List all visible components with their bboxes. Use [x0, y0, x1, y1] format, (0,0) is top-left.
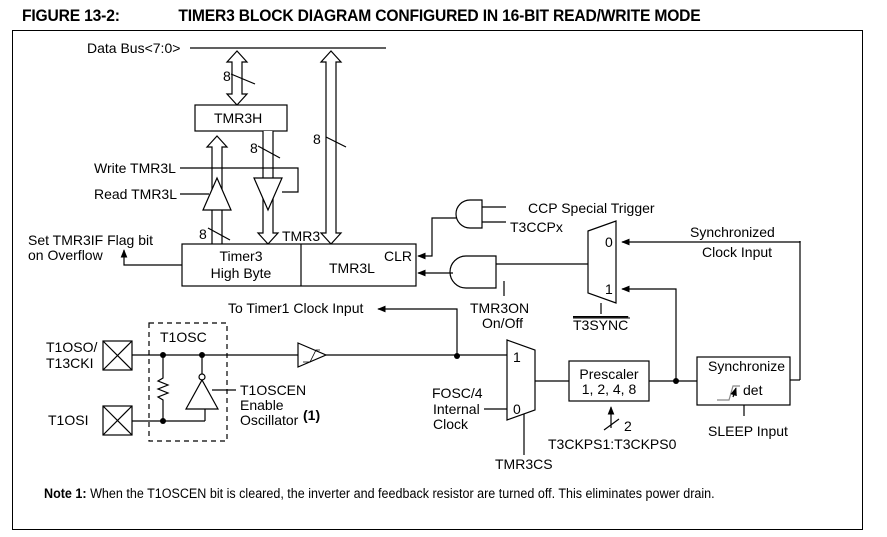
- tmr3on-label: On/Off: [482, 315, 523, 331]
- prescaler-label: Prescaler: [579, 366, 638, 382]
- mux-input-label: 1: [513, 349, 521, 365]
- diagram-frame: [12, 30, 863, 530]
- t1oso-label: T1OSO/: [46, 339, 97, 355]
- prescaler-ratios: 1, 2, 4, 8: [582, 381, 637, 397]
- timer3-high-label: High Byte: [211, 265, 272, 281]
- async-clock-line: [621, 285, 677, 380]
- t1oso-pin: [102, 340, 133, 371]
- bus-width-slash: [325, 136, 347, 148]
- read-tmr3l-label: Read TMR3L: [94, 186, 177, 202]
- tmr3cs-label: TMR3CS: [495, 456, 553, 472]
- clr-label: CLR: [384, 248, 412, 264]
- det-label: det: [743, 382, 763, 398]
- tmr3h-label: TMR3H: [214, 110, 262, 126]
- bus-arrow-databus-tmr3l: [319, 50, 343, 245]
- fosc-label: FOSC/4: [432, 385, 483, 401]
- bus-width-slash: [603, 418, 620, 431]
- set-flag-label: on Overflow: [28, 247, 104, 263]
- junction-dot: [160, 418, 166, 424]
- t1osc-enclosure: [148, 322, 228, 442]
- synchronize-block: [696, 356, 791, 406]
- tmr3h-register: [194, 104, 288, 132]
- clock-source-mux: [506, 339, 536, 421]
- tmr3l-label: TMR3L: [329, 260, 375, 276]
- bus-width-slash: [257, 145, 281, 159]
- write-buffer: [253, 177, 283, 212]
- sync-clock-label: Clock Input: [702, 244, 772, 260]
- fosc-label: Internal: [433, 401, 480, 417]
- schmitt-icon: [303, 349, 320, 363]
- figure-title: TIMER3 BLOCK DIAGRAM CONFIGURED IN 16-BI…: [178, 6, 701, 25]
- bus-width-label: 8: [313, 131, 321, 147]
- bus-width-label: 2: [624, 418, 632, 434]
- junction-dot: [673, 378, 679, 384]
- read-buffer: [202, 176, 232, 211]
- and-gate-tmr3on: [449, 255, 497, 289]
- oscillator-inverter: [184, 378, 220, 410]
- t1oscen-label: Enable: [240, 397, 284, 413]
- mux-input-label: 1: [605, 281, 613, 297]
- junction-dot: [199, 352, 205, 358]
- write-tmr3l-label: Write TMR3L: [94, 160, 176, 176]
- clr-line: [417, 217, 456, 260]
- set-flag-label: Set TMR3IF Flag bit: [28, 232, 153, 248]
- bus-width-slash: [230, 73, 256, 85]
- tmr3on-label: TMR3ON: [470, 300, 529, 316]
- prescaler-block: [568, 360, 650, 402]
- feedback-resistor: [156, 355, 170, 421]
- figure-heading: FIGURE 13-2: TIMER3 BLOCK DIAGRAM CONFIGU…: [22, 6, 701, 26]
- t1oscen-label: T1OSCEN: [240, 382, 306, 398]
- footnote-marker: (1): [303, 407, 320, 423]
- t3sync-label: T3SYNC: [573, 317, 628, 333]
- schmitt-trigger-buffer: [297, 342, 328, 368]
- sync-mux: [587, 220, 617, 304]
- footnote-label: Note 1:: [44, 486, 87, 501]
- edge-arrow-icon: [730, 387, 737, 398]
- data-bus-label: Data Bus<7:0>: [87, 40, 180, 56]
- footnote-text: When the T1OSCEN bit is cleared, the inv…: [90, 486, 715, 501]
- ccp-trigger-label: CCP Special Trigger: [528, 200, 655, 216]
- sync-clock-line: [621, 238, 801, 246]
- junction-dot: [160, 352, 166, 358]
- timer3-high-label: Timer3: [219, 248, 262, 264]
- overflow-flag-line: [120, 249, 182, 266]
- sleep-input-label: SLEEP Input: [708, 423, 788, 439]
- to-timer1-label: To Timer1 Clock Input: [228, 300, 363, 316]
- t1osi-label: T1OSI: [48, 412, 88, 428]
- t1oscen-label: Oscillator: [240, 412, 299, 428]
- t3ccpx-label: T3CCPx: [510, 219, 563, 235]
- t1osi-pin: [102, 405, 133, 436]
- junction-dot: [454, 353, 460, 359]
- bus-width-label: 8: [250, 140, 258, 156]
- tmr3-label: TMR3: [282, 228, 320, 244]
- t3ckps-label: T3CKPS1:T3CKPS0: [548, 436, 677, 452]
- mux-input-label: 0: [605, 234, 613, 250]
- mux-input-label: 0: [513, 401, 521, 417]
- bus-width-slash: [207, 227, 231, 241]
- bus-width-label: 8: [199, 226, 207, 242]
- write-tmr3l-line: [180, 167, 299, 193]
- figure-number: FIGURE 13-2:: [22, 6, 120, 25]
- fosc-label: Clock: [433, 416, 469, 432]
- t1oso-label: T13CKI: [46, 355, 93, 371]
- timer3-register: [181, 243, 417, 287]
- footnote: Note 1: When the T1OSCEN bit is cleared,…: [44, 486, 715, 501]
- and-gate-ccp: [455, 199, 483, 229]
- sync-clock-label: Synchronized: [690, 224, 775, 240]
- synchronize-label: Synchronize: [708, 358, 785, 374]
- bus-width-label: 8: [223, 68, 231, 84]
- to-timer1-line: [377, 305, 458, 356]
- t1osc-label: T1OSC: [160, 329, 207, 345]
